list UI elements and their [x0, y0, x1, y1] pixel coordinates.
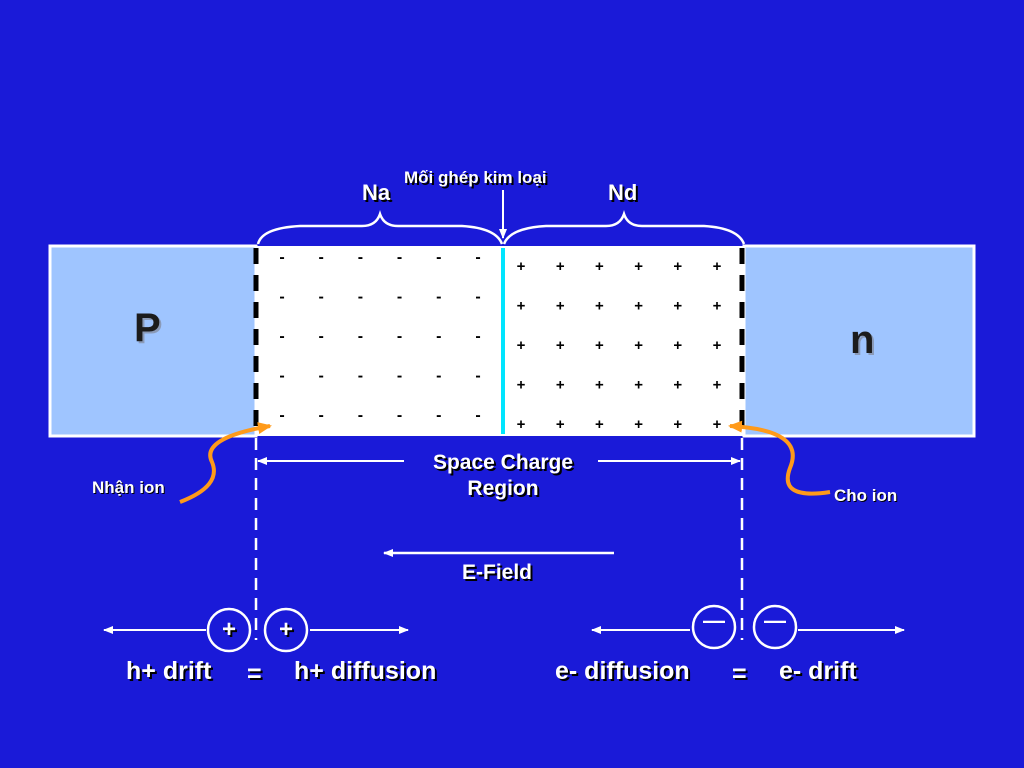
h-equals-label: =	[247, 660, 262, 688]
negative-ion-charge: -	[475, 249, 480, 266]
positive-ion-charge: +	[634, 337, 643, 354]
electron-symbol-left: —	[703, 608, 725, 633]
positive-ion-charge: +	[517, 416, 526, 433]
positive-ion-charge: +	[517, 377, 526, 394]
negative-ion-charge: -	[475, 289, 480, 306]
positive-ion-charge: +	[673, 377, 682, 394]
positive-ion-charge: +	[634, 377, 643, 394]
negative-ion-charge: -	[279, 289, 284, 306]
donate-ion-label: Cho ion	[834, 486, 898, 505]
n-region-block	[742, 244, 976, 438]
positive-ion-charge: +	[673, 258, 682, 275]
negative-ion-charge: -	[436, 407, 441, 424]
space-charge-label-line2: Region	[467, 477, 539, 500]
positive-ion-charge: +	[673, 416, 682, 433]
negative-ion-charge: -	[358, 289, 363, 306]
junction-label: Mối ghép kim loại	[404, 168, 547, 187]
space-charge-label: Space Charge Region	[403, 450, 603, 502]
electron-circle-right	[752, 604, 798, 650]
negative-ion-charge: -	[319, 368, 324, 385]
negative-ion-charge: -	[475, 368, 480, 385]
negative-ion-charge: -	[319, 249, 324, 266]
depletion-region-block	[256, 246, 744, 436]
negative-ion-charge: -	[475, 407, 480, 424]
positive-ion-charge: +	[713, 258, 722, 275]
hole-circle-left	[206, 607, 252, 653]
brace-nd	[502, 210, 746, 245]
charges-layer: - + - + - + - + - + - + - + - + - + - + - + - + - + - + - + - + - + - + - + - +…	[279, 249, 721, 433]
negative-ion-charge: -	[436, 249, 441, 266]
positive-ion-charge: +	[595, 298, 604, 315]
negative-ion-charge: -	[358, 368, 363, 385]
hole-circle-right	[263, 607, 309, 653]
negative-ion-charge: -	[358, 249, 363, 266]
positive-ion-charge: +	[634, 258, 643, 275]
negative-ion-charge: -	[397, 407, 402, 424]
negative-ion-charge: -	[397, 249, 402, 266]
h-diffusion-label: h+ diffusion	[294, 657, 437, 685]
positive-ion-charge: +	[517, 337, 526, 354]
positive-ion-charge: +	[673, 298, 682, 315]
positive-ion-charge: +	[556, 377, 565, 394]
h-drift-label: h+ drift	[126, 657, 212, 685]
positive-ion-charge: +	[634, 416, 643, 433]
nd-label: Nd	[608, 180, 638, 205]
n-region-label: n	[850, 318, 875, 362]
negative-ion-charge: -	[397, 328, 402, 345]
positive-ion-charge: +	[556, 337, 565, 354]
positive-ion-charge: +	[713, 377, 722, 394]
space-charge-label-line1: Space Charge	[432, 451, 574, 474]
positive-ion-charge: +	[595, 377, 604, 394]
negative-ion-charge: -	[279, 249, 284, 266]
accept-ion-arrow	[179, 422, 272, 504]
negative-ion-charge: -	[319, 328, 324, 345]
p-region-label: P	[134, 306, 161, 350]
negative-ion-charge: -	[319, 289, 324, 306]
positive-ion-charge: +	[556, 258, 565, 275]
brace-na	[256, 210, 504, 245]
e-diffusion-label: e- diffusion	[555, 657, 690, 685]
negative-ion-charge: -	[475, 328, 480, 345]
positive-ion-charge: +	[673, 337, 682, 354]
negative-ion-charge: -	[397, 289, 402, 306]
positive-ion-charge: +	[595, 416, 604, 433]
positive-ion-charge: +	[713, 298, 722, 315]
donate-ion-arrow	[728, 420, 831, 496]
e-field-label: E-Field	[462, 561, 533, 584]
positive-ion-charge: +	[634, 298, 643, 315]
negative-ion-charge: -	[279, 368, 284, 385]
accept-ion-label: Nhận ion	[92, 478, 165, 497]
negative-ion-charge: -	[358, 407, 363, 424]
negative-ion-charge: -	[358, 328, 363, 345]
positive-ion-charge: +	[713, 416, 722, 433]
electron-circle-left	[691, 604, 737, 650]
negative-ion-charge: -	[436, 328, 441, 345]
positive-ion-charge: +	[595, 337, 604, 354]
hole-symbol-right: +	[278, 616, 293, 643]
negative-ion-charge: -	[279, 328, 284, 345]
negative-ion-charge: -	[436, 289, 441, 306]
e-equals-label: =	[732, 660, 747, 688]
p-region-block	[48, 244, 258, 438]
positive-ion-charge: +	[595, 258, 604, 275]
na-label: Na	[362, 180, 391, 205]
negative-ion-charge: -	[397, 368, 402, 385]
electron-symbol-right: —	[764, 608, 786, 633]
negative-ion-charge: -	[279, 407, 284, 424]
positive-ion-charge: +	[556, 298, 565, 315]
e-drift-label: e- drift	[779, 657, 857, 685]
positive-ion-charge: +	[517, 298, 526, 315]
negative-ion-charge: -	[319, 407, 324, 424]
positive-ion-charge: +	[713, 337, 722, 354]
hole-symbol-left: +	[221, 616, 236, 643]
negative-ion-charge: -	[436, 368, 441, 385]
positive-ion-charge: +	[556, 416, 565, 433]
positive-ion-charge: +	[517, 258, 526, 275]
